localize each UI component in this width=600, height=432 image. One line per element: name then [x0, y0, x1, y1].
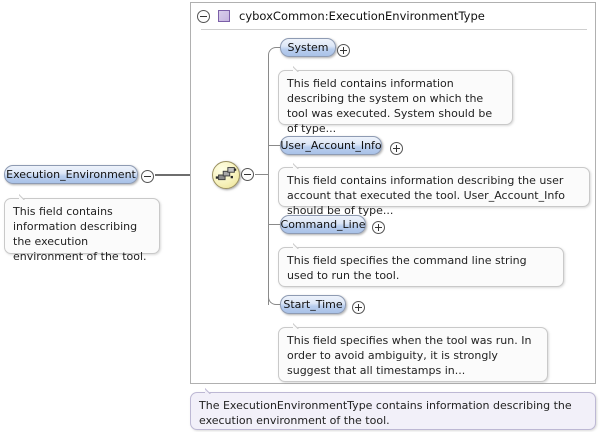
minus-circle-icon[interactable] [197, 9, 210, 23]
root-collapse-toggle[interactable] [141, 170, 154, 186]
annotation-text: The ExecutionEnvironmentType contains in… [199, 399, 572, 427]
header-divider [201, 29, 587, 30]
annotation-tail-icon [205, 386, 219, 394]
annotation-text: This field contains information describi… [287, 174, 565, 217]
complex-type-icon [218, 10, 230, 22]
connector-sequence-stub [255, 174, 268, 175]
type-header: cyboxCommon:ExecutionEnvironmentType [191, 3, 595, 29]
annotation-text: This field contains information describi… [13, 205, 147, 263]
plus-circle-icon [390, 142, 403, 155]
annotation-tail-icon [293, 321, 307, 329]
sequence-collapse-toggle[interactable] [241, 168, 254, 184]
element-box-execution-environment[interactable]: Execution_Environment [4, 165, 138, 184]
connector-branch-user-account-info [268, 145, 281, 146]
connector-corner-start-time [268, 296, 278, 305]
plus-circle-icon [352, 301, 365, 314]
annotation-text: This field specifies the command line st… [287, 254, 527, 282]
expand-toggle-command-line[interactable] [372, 221, 385, 237]
expand-toggle-user-account-info[interactable] [390, 142, 403, 158]
minus-circle-icon [241, 168, 254, 181]
sequence-icon [215, 167, 237, 181]
plus-circle-icon [372, 221, 385, 234]
element-label: Start_Time [283, 298, 343, 311]
element-label: System [287, 41, 329, 54]
element-label: Command_Line [280, 218, 366, 231]
annotation-text: This field specifies when the tool was r… [287, 334, 532, 377]
connector-branch-command-line [268, 224, 281, 225]
element-label: Execution_Environment [6, 168, 136, 181]
element-box-user-account-info[interactable]: User_Account_Info [280, 136, 382, 155]
element-label: User_Account_Info [280, 139, 382, 152]
element-box-command-line[interactable]: Command_Line [280, 215, 366, 234]
expand-toggle-system[interactable] [337, 44, 350, 60]
connector-branch-system [277, 47, 281, 48]
sequence-compositor-node[interactable] [212, 161, 240, 189]
connector-root-to-sequence [155, 174, 214, 176]
connector-branch-start-time [277, 304, 281, 305]
plus-circle-icon [337, 44, 350, 57]
annotation-tail-icon [293, 241, 307, 249]
annotation-user-account-info: This field contains information describi… [278, 167, 590, 217]
annotation-command-line: This field specifies the command line st… [278, 247, 564, 287]
annotation-text: This field contains information describi… [287, 77, 493, 135]
annotation-system: This field contains information describi… [278, 70, 513, 135]
minus-circle-icon [141, 170, 154, 183]
annotation-tail-icon [293, 64, 307, 72]
annotation-start-time: This field specifies when the tool was r… [278, 327, 548, 382]
expand-toggle-start-time[interactable] [352, 301, 365, 317]
annotation-execution-environment-type: The ExecutionEnvironmentType contains in… [190, 392, 596, 430]
annotation-tail-icon [293, 161, 307, 169]
connector-corner-system [268, 47, 278, 56]
connector-tree-spine [268, 55, 269, 305]
type-title: cyboxCommon:ExecutionEnvironmentType [239, 9, 485, 23]
annotation-execution-environment: This field contains information describi… [4, 198, 160, 263]
element-box-system[interactable]: System [280, 38, 336, 57]
annotation-tail-icon [19, 192, 33, 200]
element-box-start-time[interactable]: Start_Time [280, 295, 346, 314]
